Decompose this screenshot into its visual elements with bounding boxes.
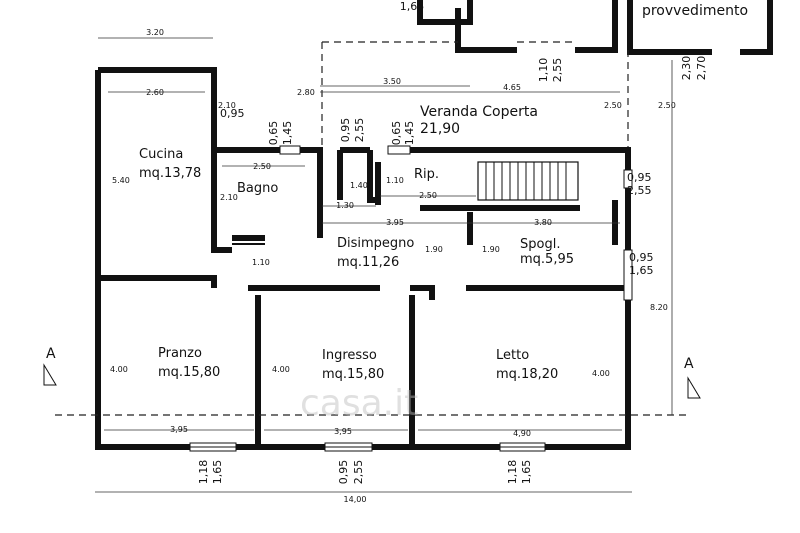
veranda-outline: 3.50 4.65 Veranda Coperta 21,90 xyxy=(320,41,629,150)
room-name-spogl: Spogl. xyxy=(520,237,560,252)
top-structures: provvedimento 1,65 1,10 2,55 2,30 2,70 xyxy=(400,0,773,83)
dim-label: 2.50 xyxy=(253,162,271,171)
dim-label: 3,95 xyxy=(170,425,188,434)
dim-label: 1.30 xyxy=(336,201,354,210)
dim-label: 1,65 xyxy=(520,460,533,485)
room-name-pranzo: Pranzo xyxy=(158,346,202,361)
room-area-cucina: mq.13,78 xyxy=(139,166,201,181)
room-name-rip: Rip. xyxy=(414,167,439,182)
dim-label: 3.20 xyxy=(146,28,164,37)
dim-label: 3.50 xyxy=(383,77,401,86)
room-area-pranzo: mq.15,80 xyxy=(158,365,220,380)
dim-label: 1.10 xyxy=(252,258,270,267)
dim-label: 2.10 xyxy=(218,101,236,110)
dim-label: 2,55 xyxy=(353,118,366,143)
dim-label: 1.90 xyxy=(482,245,500,254)
dim-label: 1,65 xyxy=(629,264,654,277)
dim-label: 1.40 xyxy=(350,181,368,190)
dim-label: 4.65 xyxy=(503,83,521,92)
dim-label: 2,55 xyxy=(551,58,564,83)
dim-label: 4.00 xyxy=(110,365,128,374)
room-name-bagno: Bagno xyxy=(237,181,278,196)
room-area-spogl: mq.5,95 xyxy=(520,252,574,267)
room-area-veranda: 21,90 xyxy=(420,121,460,137)
dim-label: 2.50 xyxy=(419,191,437,200)
section-mark-left: A xyxy=(46,346,56,362)
dim-label: 0,65 xyxy=(267,121,280,146)
dim-label: 8.20 xyxy=(650,303,668,312)
room-name-cucina: Cucina xyxy=(139,147,183,162)
dim-label: 0,95 xyxy=(629,251,654,264)
room-area-disimpegno: mq.11,26 xyxy=(337,255,399,270)
dim-label: 1,45 xyxy=(403,121,416,146)
dim-label: 2.80 xyxy=(297,88,315,97)
room-labels: Cucina mq.13,78 Bagno Rip. Disimpegno mq… xyxy=(139,147,574,382)
dim-label: 2.60 xyxy=(146,88,164,97)
dim-label: 0,65 xyxy=(390,121,403,146)
exterior-walls xyxy=(95,67,631,450)
dim-3-20: 3.20 xyxy=(98,28,213,39)
dim-label: 2.10 xyxy=(220,193,238,202)
dim-label: 4,90 xyxy=(513,429,531,438)
section-mark-right: A xyxy=(684,356,694,372)
dim-label: 1,10 xyxy=(537,58,550,83)
dim-label: 3,95 xyxy=(334,427,352,436)
section-line: A A xyxy=(43,346,701,416)
dim-label: 0,95 xyxy=(627,171,652,184)
room-name-disimpegno: Disimpegno xyxy=(337,236,414,251)
interior-walls xyxy=(98,147,628,447)
room-name-letto: Letto xyxy=(496,348,529,363)
dim-label: 1.10 xyxy=(386,176,404,185)
dim-label: 3.80 xyxy=(534,218,552,227)
window-dimension-labels: 0,65 1,45 0,95 2,55 0,65 1,45 0,95 2,55 … xyxy=(197,118,654,485)
room-name-veranda: Veranda Coperta xyxy=(420,104,538,120)
room-area-ingresso: mq.15,80 xyxy=(322,367,384,382)
dim-label: 0,95 xyxy=(337,460,350,485)
dim-label: 4.00 xyxy=(592,369,610,378)
dim-label: 1.90 xyxy=(425,245,443,254)
room-name-provvedimento: provvedimento xyxy=(642,3,748,19)
dim-label: 0,95 xyxy=(339,118,352,143)
dim-label: 1,65 xyxy=(211,460,224,485)
dim-label: 3.95 xyxy=(386,218,404,227)
dim-label: 2,55 xyxy=(352,460,365,485)
dimension-labels: 2.60 0,95 2.10 2.80 5.40 2.50 2.10 1.40 … xyxy=(95,60,676,504)
dim-label: 1,45 xyxy=(281,121,294,146)
dim-label: 2,55 xyxy=(627,184,652,197)
dim-label: 2.50 xyxy=(658,101,676,110)
dim-label: 14,00 xyxy=(344,495,367,504)
room-area-letto: mq.18,20 xyxy=(496,367,558,382)
dim-label: 1,18 xyxy=(506,460,519,485)
dim-label: 2,70 xyxy=(695,56,708,81)
dim-label: 1,18 xyxy=(197,460,210,485)
dim-label: 4.00 xyxy=(272,365,290,374)
dim-label: 2,30 xyxy=(680,56,693,81)
windows xyxy=(189,145,633,452)
stairs xyxy=(485,162,567,200)
dim-label: 2.50 xyxy=(604,101,622,110)
dim-label: 0,95 xyxy=(220,107,245,120)
watermark: casa.it xyxy=(300,383,418,424)
room-name-ingresso: Ingresso xyxy=(322,348,377,363)
dim-label: 1,65 xyxy=(400,0,425,13)
dim-label: 5.40 xyxy=(112,176,130,185)
